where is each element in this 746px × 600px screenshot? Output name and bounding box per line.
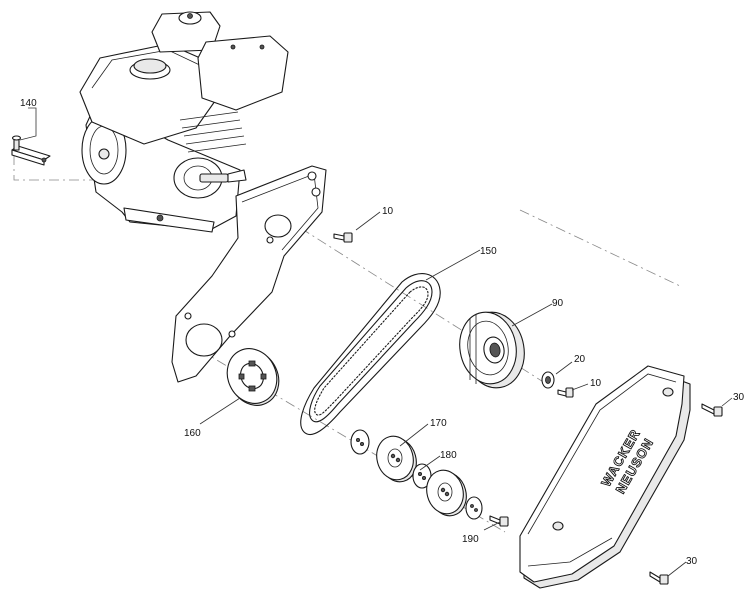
callout-140: 140	[20, 98, 37, 109]
engine-assembly	[79, 11, 289, 233]
callout-20: 20	[574, 354, 586, 365]
part-10-bolt-upper	[333, 232, 353, 243]
part-160-disc	[226, 348, 280, 406]
callout-30-lower: 30	[686, 556, 698, 567]
callout-170: 170	[430, 418, 447, 429]
callout-190: 190	[462, 534, 479, 545]
callout-90: 90	[552, 298, 564, 309]
callout-160: 160	[184, 428, 201, 439]
part-10-bolt-lower	[557, 387, 574, 398]
part-150-belt	[300, 273, 441, 436]
part-30-screw-lower	[649, 571, 669, 585]
leader-lines	[19, 107, 733, 577]
part-190-bolt	[489, 515, 509, 527]
part-140-bracket	[11, 135, 51, 166]
callout-30-upper: 30	[733, 392, 745, 403]
part-spacer-small	[350, 429, 370, 455]
belt-guard: WACKER NEUSON	[519, 365, 691, 589]
part-20-washer	[541, 371, 555, 389]
part-170-disc	[376, 435, 417, 483]
callout-10-upper: 10	[382, 206, 394, 217]
part-30-screw-upper	[701, 403, 723, 417]
callout-150: 150	[480, 246, 497, 257]
part-90-pulley	[459, 311, 525, 389]
callout-10-lower: 10	[590, 378, 602, 389]
mounting-plate	[171, 165, 327, 383]
part-180-disc	[426, 469, 467, 517]
callout-labels: 140 10 150 90 20 10 30 160 170 180 190 3…	[20, 98, 745, 567]
part-190-washer	[465, 496, 483, 520]
callout-180: 180	[440, 450, 457, 461]
